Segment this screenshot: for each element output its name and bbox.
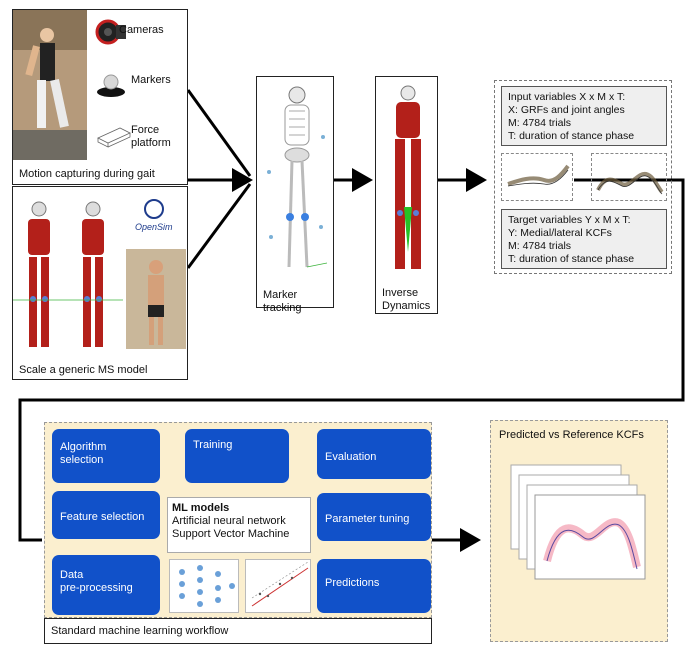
marker-tracking-panel: Marker tracking — [256, 76, 334, 314]
motion-capture-caption: Motion capturing during gait — [19, 168, 155, 180]
input-variables-title: Input variables X x M x T: — [508, 91, 626, 103]
svm-thumbnail — [245, 559, 311, 613]
markers-label: Markers — [131, 74, 171, 86]
input-variables-m: M: 4784 trials — [508, 117, 572, 129]
inverse-dynamics-caption-line1: Inverse — [382, 287, 419, 299]
scale-model-panel: OpenSim Scale a generic MS model — [12, 186, 188, 380]
scale-model-caption: Scale a generic MS model — [19, 364, 148, 376]
target-variables-m: M: 4784 trials — [508, 240, 572, 252]
inverse-dynamics-panel: Inverse Dynamics — [375, 76, 438, 314]
skeleton-front — [28, 201, 50, 347]
marker-icon — [97, 74, 125, 97]
target-variables-y: Y: Medial/lateral KCFs — [508, 227, 612, 239]
predictions-box: Predictions — [317, 559, 431, 613]
motion-capture-illustration — [13, 10, 131, 160]
algorithm-selection-box: Algorithm selection — [52, 429, 160, 483]
marker-tracking-caption: Marker tracking — [263, 289, 302, 314]
input-variables-x: X: GRFs and joint angles — [508, 104, 625, 116]
skeleton-back — [82, 201, 104, 347]
neural-network-thumbnail — [169, 559, 239, 613]
arrow-scale-to-tracking — [186, 183, 252, 269]
ml-models-box: ML models Artificial neural network Supp… — [167, 497, 311, 553]
inverse-dynamics-caption-line2: Dynamics — [382, 300, 431, 312]
connector-variables-to-workflow — [18, 178, 685, 542]
target-variables-t: T: duration of stance phase — [508, 253, 635, 265]
parameter-tuning-box: Parameter tuning — [317, 493, 431, 541]
ml-models-item-svm: Support Vector Machine — [172, 528, 290, 540]
results-panel: Predicted vs Reference KCFs — [490, 420, 668, 642]
ms-model-illustration — [13, 199, 186, 349]
input-plot-thumbnail — [501, 153, 573, 201]
data-preprocessing-box: Data pre-processing — [52, 555, 160, 615]
subject-photo — [126, 249, 186, 349]
workflow-caption-box: Standard machine learning workflow — [44, 618, 432, 644]
inverse-dynamics-model — [395, 85, 421, 269]
force-platform-icon — [97, 127, 131, 148]
input-variables-t: T: duration of stance phase — [508, 130, 635, 142]
target-variables-title: Target variables Y x M x T: — [508, 214, 631, 226]
evaluation-box: Evaluation — [317, 429, 431, 479]
feature-selection-box: Feature selection — [52, 491, 160, 539]
results-title: Predicted vs Reference KCFs — [499, 429, 644, 441]
ml-models-title: ML models — [172, 502, 230, 514]
workflow-caption: Standard machine learning workflow — [51, 625, 229, 637]
ml-workflow-panel: Algorithm selection Training Evaluation … — [44, 422, 432, 618]
training-box: Training — [185, 429, 289, 483]
ml-models-item-ann: Artificial neural network — [172, 515, 286, 527]
opensim-logo: OpenSim — [135, 222, 173, 232]
variables-panel: Input variables X x M x T: X: GRFs and j… — [494, 80, 672, 274]
target-variables-box: Target variables Y x M x T: Y: Medial/la… — [501, 209, 667, 269]
motion-capture-panel: Cameras Markers Force platform Motion ca… — [12, 9, 188, 185]
cameras-label: Cameras — [119, 24, 164, 36]
opensim-logo-icon — [144, 199, 164, 219]
input-variables-box: Input variables X x M x T: X: GRFs and j… — [501, 86, 667, 146]
marker-tracking-skeleton — [267, 86, 328, 268]
results-plots — [510, 464, 646, 580]
arrow-capture-to-tracking — [186, 89, 252, 177]
walking-subject — [25, 28, 69, 128]
force-platform-label: Force platform — [131, 124, 171, 149]
target-plot-thumbnail — [591, 153, 667, 201]
